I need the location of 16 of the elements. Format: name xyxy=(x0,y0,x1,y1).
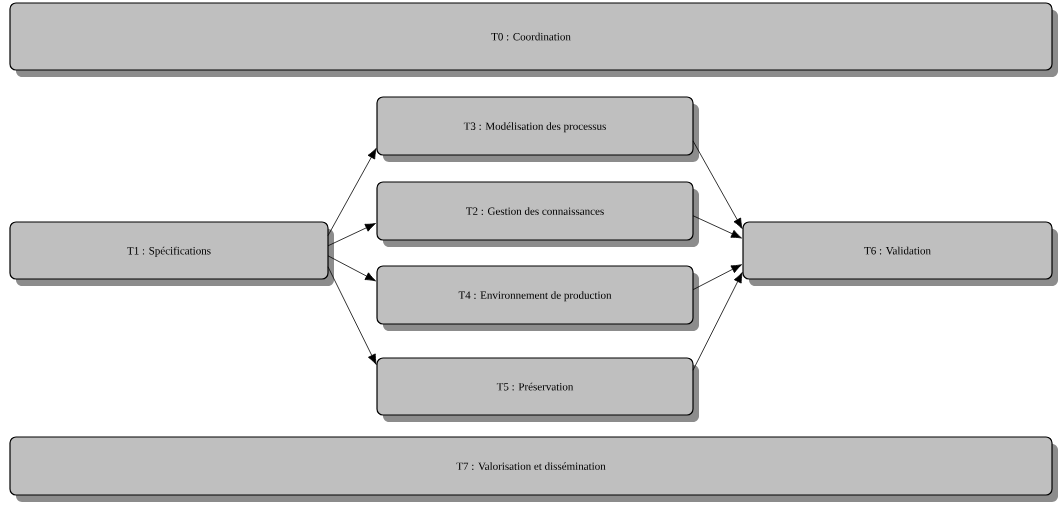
arrow xyxy=(692,140,743,229)
arrow xyxy=(327,266,377,365)
task-box: T4 : Environnement de production xyxy=(376,265,699,331)
arrow xyxy=(692,264,742,291)
arrow xyxy=(327,255,376,282)
arrow xyxy=(692,272,743,371)
task-box: T3 : Modélisation des processus xyxy=(376,96,699,162)
task-box: T1 : Spécifications xyxy=(9,221,334,286)
task-box: T0 : Coordination xyxy=(9,2,1058,77)
arrow xyxy=(327,223,376,247)
task-box: T6 : Validation xyxy=(742,221,1058,286)
task-box: T5 : Préservation xyxy=(376,357,699,422)
task-box: T7 : Valorisation et dissémination xyxy=(9,436,1058,502)
task-box: T2 : Gestion des connaissances xyxy=(376,181,699,247)
arrow xyxy=(692,215,742,239)
arrow xyxy=(327,148,377,236)
